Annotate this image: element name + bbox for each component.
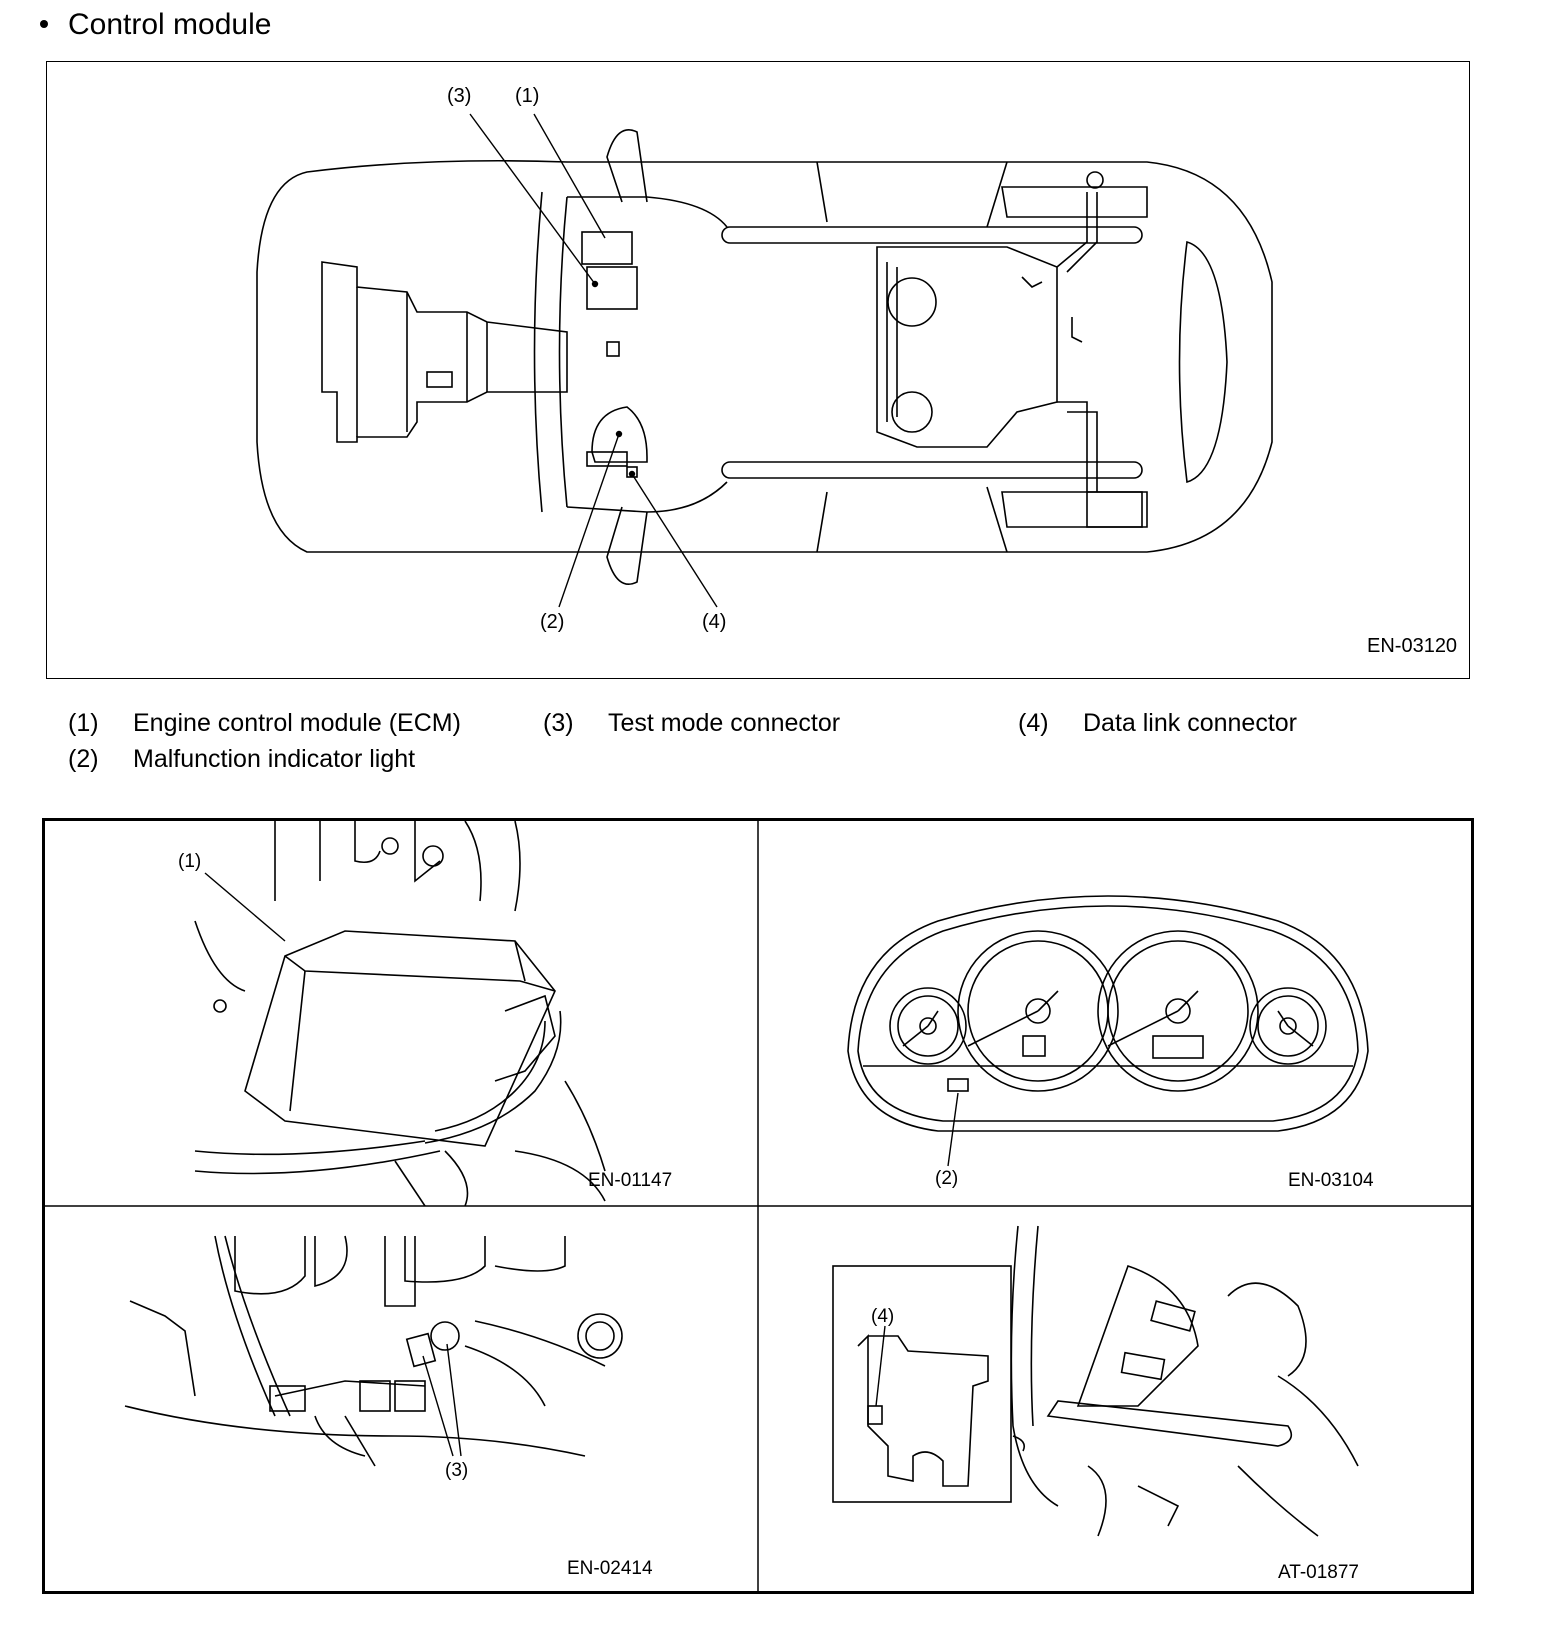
- legend-num-2: (2): [68, 745, 99, 773]
- cluster-illustration: (2) EN-03104: [847, 895, 1374, 1191]
- legend-label-1: Engine control module (ECM): [133, 709, 461, 737]
- data-link-callout: (4): [871, 1306, 894, 1327]
- panel-cluster: (2) EN-03104: [758, 821, 1471, 1206]
- ecm-callout: (1): [178, 851, 201, 872]
- panel-test-connector: (3) EN-02414: [45, 1206, 758, 1591]
- legend: (1) Engine control module (ECM) (2) Malf…: [0, 0, 1568, 800]
- section-heading: Control module: [40, 8, 271, 42]
- test-connector-illustration: (3) EN-02414: [124, 1235, 653, 1579]
- detail-grid: (1) EN-01147: [42, 818, 1474, 1594]
- car-overview-illustration: (3) (1) (2) (4) EN-03120: [256, 85, 1457, 657]
- legend-label-4: Data link connector: [1083, 709, 1298, 737]
- data-link-figure-code: AT-01877: [1278, 1562, 1359, 1583]
- ecm-figure-code: EN-01147: [588, 1170, 672, 1191]
- detail-grid-lines: [45, 821, 1471, 1591]
- bullet-icon: [40, 20, 48, 29]
- main-figure-frame: (3) (1) (2) (4) EN-03120: [46, 61, 1470, 679]
- callout-2: (2): [540, 611, 564, 633]
- callout-3: (3): [447, 85, 471, 107]
- figure-code: EN-03120: [1367, 635, 1457, 657]
- legend-num-1: (1): [68, 709, 99, 737]
- cluster-figure-code: EN-03104: [1288, 1170, 1374, 1191]
- legend-label-2: Malfunction indicator light: [133, 745, 416, 773]
- cluster-callout: (2): [935, 1168, 958, 1189]
- panel-ecm: (1) EN-01147: [45, 820, 758, 1207]
- section-title: Control module: [68, 8, 272, 41]
- data-link-illustration: (4) AT-01877: [832, 1225, 1359, 1583]
- panel-data-link: (4) AT-01877: [758, 1206, 1471, 1591]
- callout-4: (4): [702, 611, 726, 633]
- test-connector-figure-code: EN-02414: [567, 1558, 653, 1579]
- callout-1: (1): [515, 85, 539, 107]
- legend-label-3: Test mode connector: [608, 709, 841, 737]
- legend-num-4: (4): [1018, 709, 1049, 737]
- legend-num-3: (3): [543, 709, 574, 737]
- ecm-illustration: (1) EN-01147: [178, 820, 672, 1207]
- test-connector-callout: (3): [445, 1460, 468, 1481]
